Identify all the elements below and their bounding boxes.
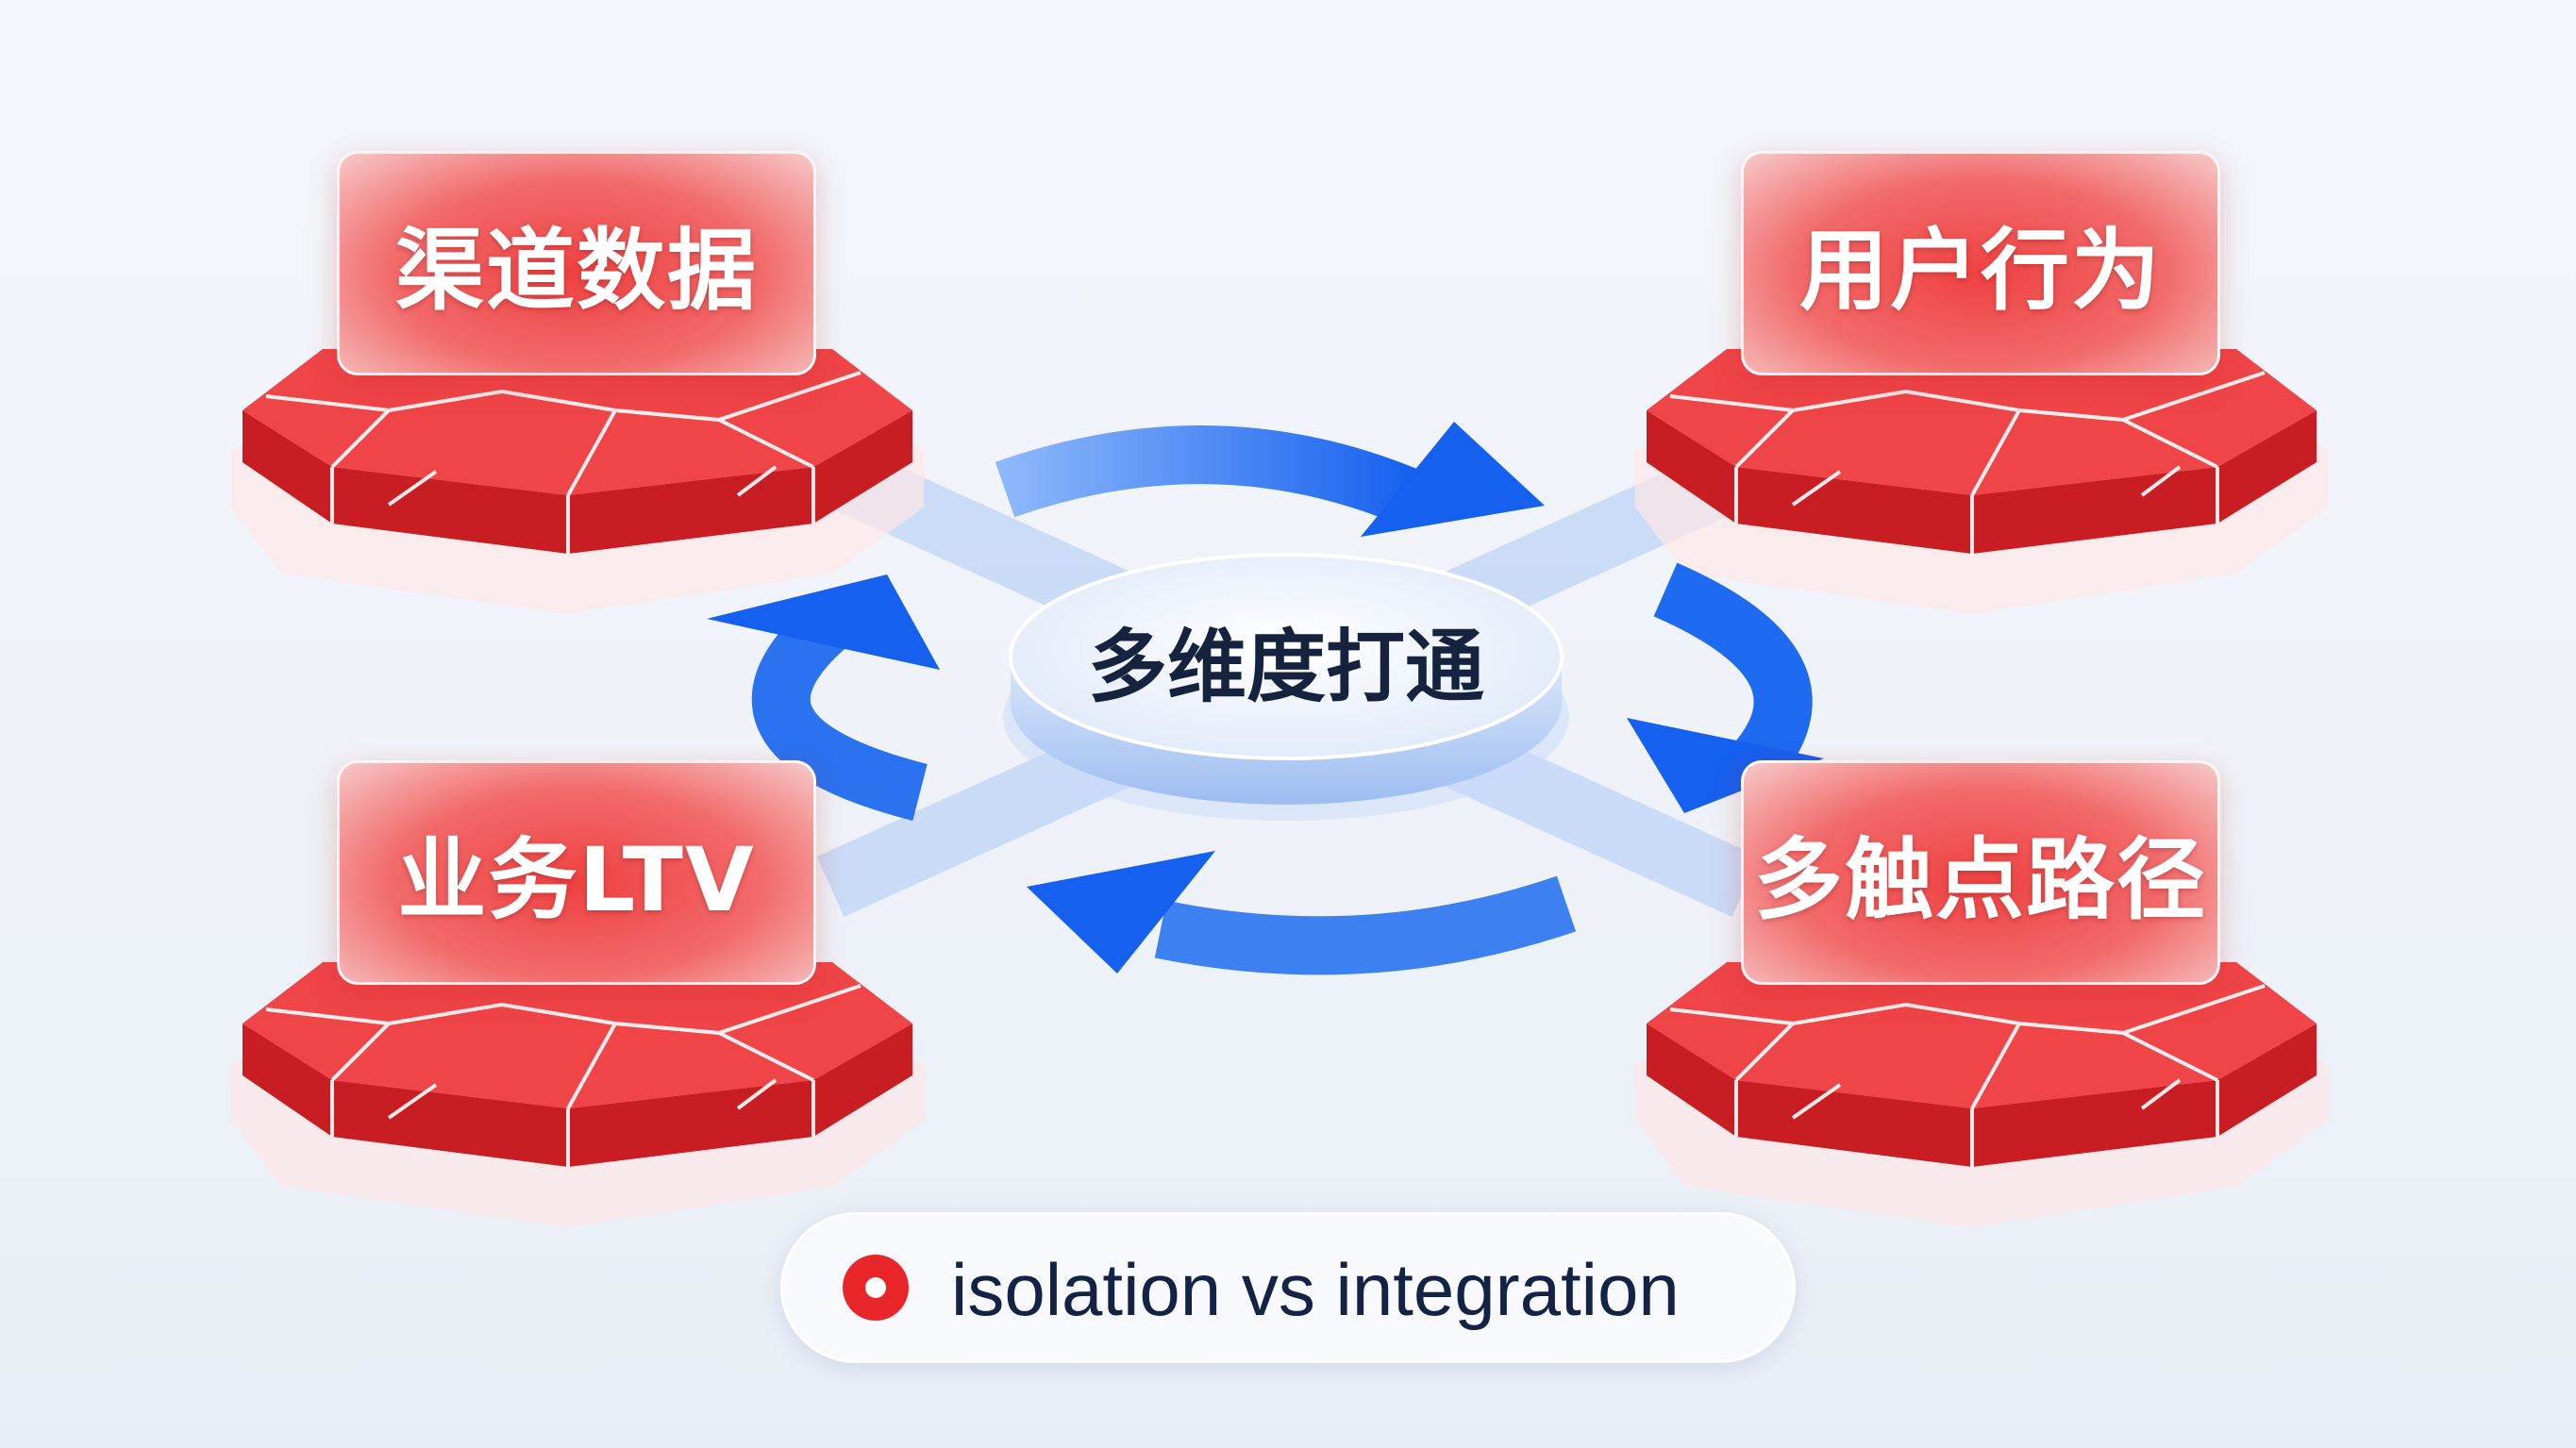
node-user-behavior: 用户行为: [1741, 151, 2220, 375]
hex-platform-top-left: [228, 347, 927, 616]
center-label: 多维度打通: [1087, 621, 1484, 713]
hex-platform-bottom-right: [1632, 960, 2331, 1229]
center-hub: [1003, 553, 1569, 821]
legend-pill: isolation vs integration: [780, 1212, 1796, 1363]
legend-text: isolation vs integration: [951, 1248, 1680, 1331]
node-label: 用户行为: [1798, 220, 2162, 323]
cycle-arrow-top: [995, 422, 1545, 537]
node-label: 业务LTV: [397, 829, 756, 932]
node-label: 多触点路径: [1753, 829, 2207, 932]
hex-platform-bottom-left: [228, 960, 927, 1229]
node-channel-data: 渠道数据: [337, 151, 816, 375]
hex-platform-top-right: [1632, 347, 2331, 616]
node-multi-touch-path: 多触点路径: [1741, 760, 2220, 985]
cycle-arrow-left: [707, 574, 940, 822]
cycle-arrow-right: [1627, 562, 1824, 813]
red-ring-icon: [843, 1255, 909, 1321]
node-business-ltv: 业务LTV: [337, 760, 816, 985]
cycle-arrow-bottom: [1027, 851, 1577, 975]
node-label: 渠道数据: [394, 220, 758, 323]
